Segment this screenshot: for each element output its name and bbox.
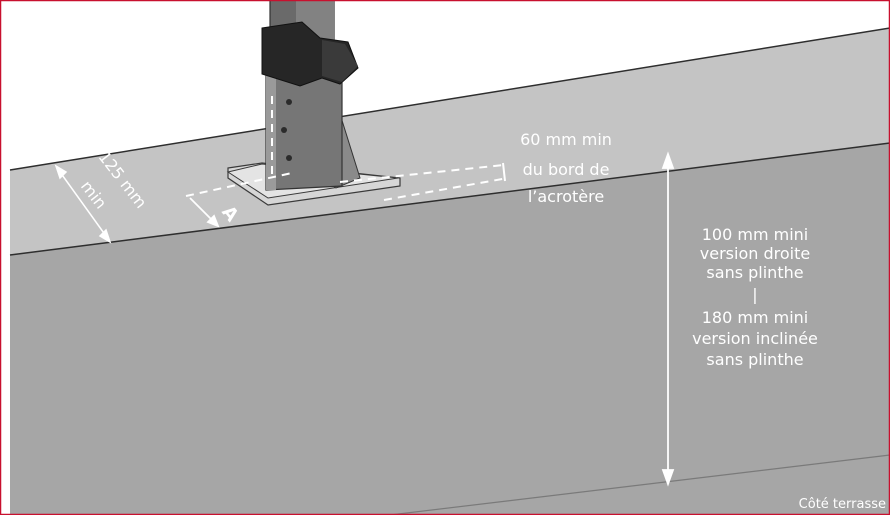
plate-edge-dash [185,172,293,197]
wall-top-back-edge [9,27,890,171]
dimension-lines [185,96,509,201]
bolt-hole [286,155,292,161]
height-line-3: sans plinthe [706,263,803,282]
edge-tick [502,162,506,182]
a-marker-arrow [189,197,220,228]
width-arrow-head-bottom [98,228,112,244]
height-dimension [661,151,675,487]
height-arrow-head-top [661,151,675,169]
height-line-4: | [752,285,757,304]
a-arrow-head [206,214,220,228]
bolt-hole [286,99,292,105]
height-line-2: version droite [700,244,810,263]
edge-distance-line-3: l’acrotère [528,187,604,206]
wall-top-front-edge [9,142,890,256]
edge-distance-label: 60 mm min du bord de l’acrotère [520,130,612,206]
offset-dash-lower [383,177,509,201]
edge-distance-line-1: 60 mm min [520,130,612,149]
wall-front-face [10,143,890,515]
width-dimension [54,164,112,244]
height-line-7: sans plinthe [706,350,803,369]
clamp-lever [322,40,358,82]
wall-bottom-edge [389,454,890,515]
wall-top-surface [10,28,890,255]
width-arrow-head-top [54,164,68,180]
height-requirements-label: 100 mm mini version droite sans plinthe … [692,225,818,369]
a-arrow-line [189,197,215,223]
edge-distance-line-2: du bord de [523,160,610,179]
bolt-hole [281,127,287,133]
side-label: Côté terrasse [799,497,886,512]
height-line-1: 100 mm mini [702,225,809,244]
width-arrow-line [59,171,107,237]
height-arrow-head-bottom [661,469,675,487]
height-line-5: 180 mm mini [702,308,809,327]
height-line-6: version inclinée [692,329,818,348]
